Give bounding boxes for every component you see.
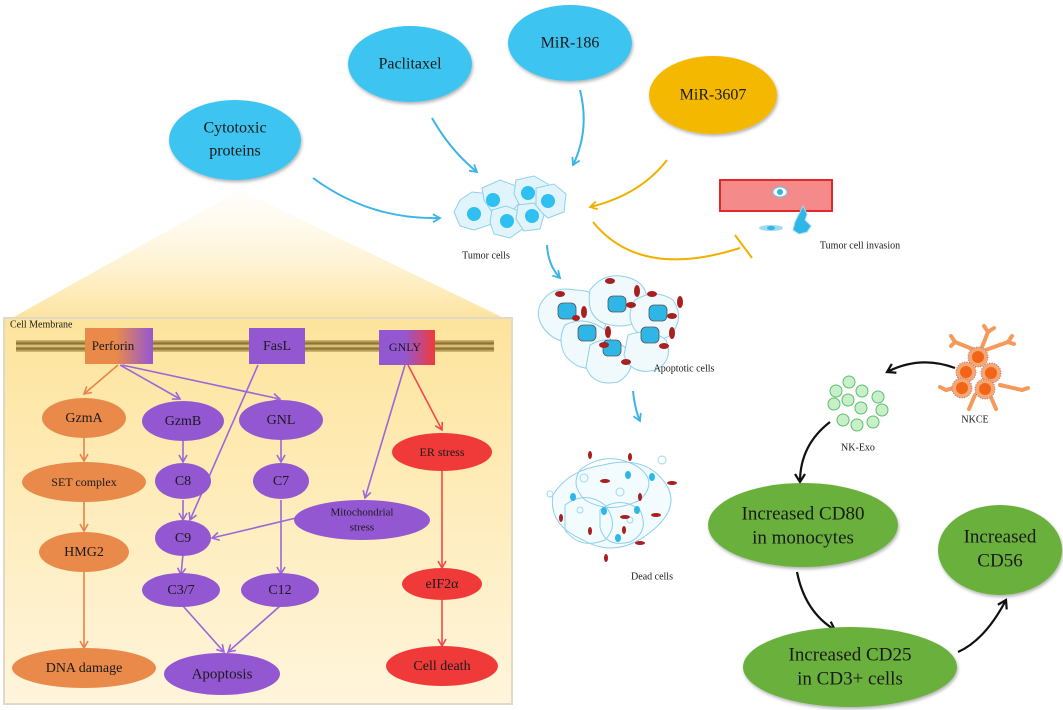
cd80-label-2: in monocytes [752, 527, 854, 548]
svg-text:Perforin: Perforin [92, 338, 135, 353]
c37-node[interactable]: C3/7 [142, 573, 220, 607]
cd80-node[interactable] [708, 483, 898, 567]
c12-node[interactable]: C12 [241, 573, 319, 607]
eif2a-node[interactable]: eIF2α [402, 568, 482, 600]
fasl-node[interactable]: FasL [249, 328, 305, 364]
paclitaxel-label: Paclitaxel [378, 56, 442, 73]
svg-text:SET complex: SET complex [51, 475, 116, 489]
svg-text:C12: C12 [268, 583, 291, 598]
mir186-node[interactable] [508, 5, 632, 81]
svg-text:C7: C7 [273, 474, 289, 489]
apoptosis-node[interactable]: Apoptosis [164, 653, 280, 695]
gzmb-node[interactable]: GzmB [142, 401, 224, 441]
top-arrows [312, 89, 753, 423]
cytotoxic-label-1: Cytotoxic [203, 120, 266, 137]
svg-text:FasL: FasL [263, 339, 291, 354]
cd25-label-1: Increased CD25 [789, 644, 912, 665]
er-stress-node[interactable]: ER stress [392, 433, 492, 471]
svg-text:C3/7: C3/7 [167, 583, 194, 598]
apoptotic-cells-icon [537, 275, 683, 384]
svg-text:stress: stress [350, 522, 374, 534]
cd25-label-2: in CD3+ cells [797, 668, 903, 689]
cytotoxic-proteins-node[interactable] [169, 100, 301, 180]
cd56-node[interactable] [938, 505, 1062, 595]
mitochondrial-stress-node[interactable]: Mitochondrial stress [294, 500, 430, 540]
svg-text:eIF2α: eIF2α [426, 577, 460, 592]
svg-text:GNLY: GNLY [389, 340, 421, 354]
gnly-node[interactable]: GNLY [379, 330, 435, 365]
zoom-fan [5, 190, 512, 322]
svg-text:ER stress: ER stress [420, 445, 465, 459]
svg-text:C9: C9 [175, 531, 191, 546]
cell-death-node[interactable]: Cell death [386, 646, 498, 686]
paclitaxel-node[interactable] [348, 26, 472, 102]
nk-arrows [794, 361, 1008, 654]
dna-damage-node[interactable]: DNA damage [12, 648, 156, 688]
svg-text:GzmA: GzmA [65, 411, 103, 426]
svg-text:HMG2: HMG2 [64, 545, 104, 560]
perforin-node[interactable]: Perforin [85, 328, 153, 364]
svg-text:GNL: GNL [267, 413, 296, 428]
mir186-label: MiR-186 [541, 35, 600, 52]
gzma-node[interactable]: GzmA [42, 398, 126, 438]
tumor-cells-icon [453, 175, 567, 239]
cell-panel [3, 317, 513, 705]
hmg2-node[interactable]: HMG2 [39, 532, 129, 572]
cd80-label-1: Increased CD80 [742, 503, 865, 524]
svg-text:Apoptosis: Apoptosis [192, 666, 253, 682]
cd25-node[interactable] [743, 627, 957, 707]
svg-text:Cell death: Cell death [413, 659, 470, 674]
svg-text:C8: C8 [175, 474, 191, 489]
nk-exo-label: NK-Exo [841, 442, 875, 453]
dead-cells-label: Dead cells [631, 571, 673, 582]
mir3607-node[interactable] [649, 56, 777, 134]
nk-exo-icon [827, 375, 889, 432]
tumor-invasion-label: Tumor cell invasion [820, 240, 900, 251]
svg-text:DNA damage: DNA damage [46, 661, 123, 676]
cd56-label-1: Increased [964, 526, 1037, 547]
c7-node[interactable]: C7 [253, 463, 309, 499]
tumor-cells-label: Tumor cells [462, 250, 510, 261]
tumor-invasion-icon [719, 179, 833, 235]
c8-node[interactable]: C8 [155, 463, 211, 499]
apoptotic-cells-label: Apoptotic cells [654, 363, 715, 374]
cytotoxic-label-2: proteins [209, 143, 261, 160]
svg-text:GzmB: GzmB [165, 414, 202, 429]
svg-text:Mitochondrial: Mitochondrial [331, 507, 394, 519]
cell-membrane-label: Cell Membrane [10, 319, 73, 330]
gnl-node[interactable]: GNL [239, 400, 323, 440]
c9-node[interactable]: C9 [155, 520, 211, 556]
dead-cells-icon [546, 451, 677, 562]
mir3607-label: MiR-3607 [680, 87, 747, 104]
cd56-label-2: CD56 [977, 550, 1022, 571]
nkce-label: NKCE [961, 414, 988, 425]
nkce-icon [938, 324, 1030, 411]
set-complex-node[interactable]: SET complex [22, 462, 146, 502]
